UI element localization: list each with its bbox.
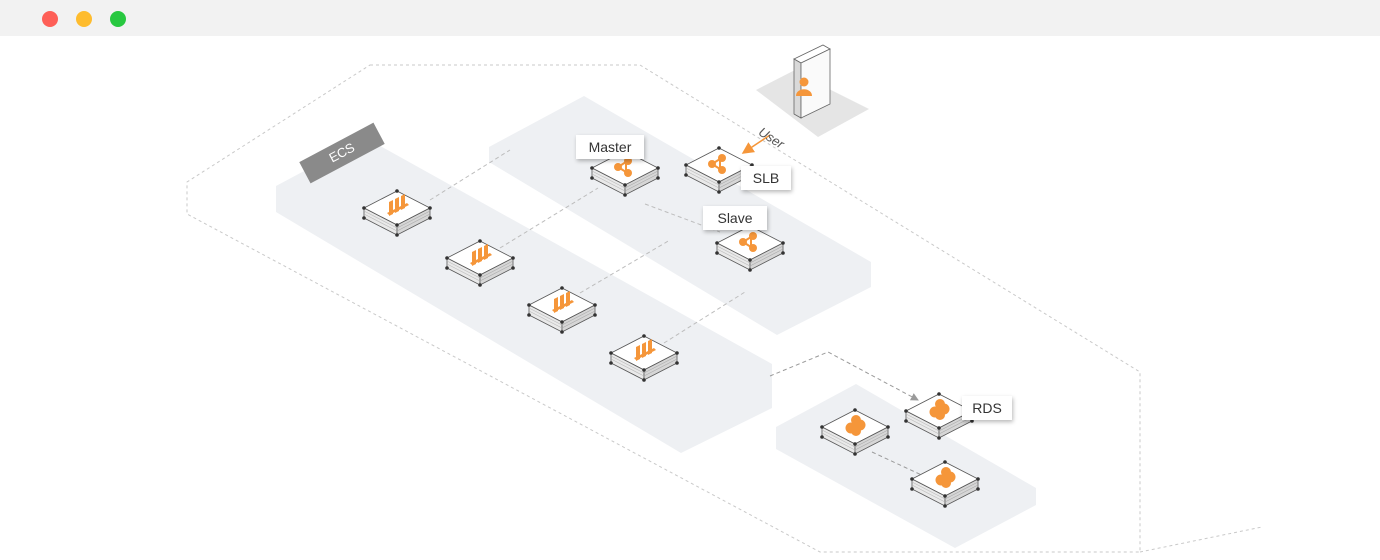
slb-label: SLB [741,166,791,190]
outer-zone-boundary [186,64,1141,553]
window-titlebar [0,0,1380,36]
user-terminal [793,44,831,119]
rds-label: RDS [962,396,1012,420]
outer-zone-tail [1139,526,1263,553]
window-close-button[interactable] [42,11,58,27]
slave-label: Slave [703,206,767,230]
window-maximize-button[interactable] [110,11,126,27]
rds-replication-link [871,451,929,479]
master-label: Master [576,135,644,159]
window-minimize-button[interactable] [76,11,92,27]
user-icon [796,77,812,96]
user-arrow [741,134,771,154]
